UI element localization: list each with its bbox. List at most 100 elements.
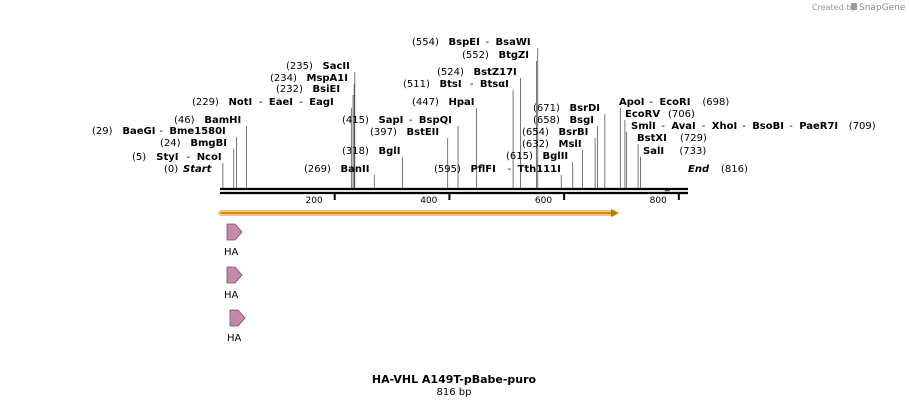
- start-label: Start: [183, 164, 213, 175]
- cut-site-label[interactable]: (706)EcoRV: [625, 109, 695, 120]
- cut-site-position: (671): [533, 103, 560, 114]
- feature-arrow-icon[interactable]: [226, 266, 243, 284]
- ruler-tick-label: 200: [306, 196, 323, 206]
- cut-site-position: (709): [849, 121, 876, 132]
- cut-site-label[interactable]: (46)BamHI: [174, 115, 241, 126]
- feature-label: HA: [224, 290, 239, 301]
- cut-site-position: (706): [668, 109, 695, 120]
- cut-site-label[interactable]: (733)SalI: [643, 146, 706, 157]
- enzyme-name: BspEI: [449, 37, 480, 48]
- enzyme-name: PflFI: [471, 164, 496, 175]
- enzyme-name: NcoI: [197, 152, 222, 163]
- enzyme-name: HpaI: [449, 97, 475, 108]
- cut-site-label[interactable]: (318)BglI: [342, 146, 400, 157]
- enzyme-name: BstXI: [637, 133, 667, 144]
- cut-site-position: (24): [160, 138, 181, 149]
- enzyme-name: BamHI: [204, 115, 241, 126]
- cut-site-position: (29): [92, 126, 113, 137]
- enzyme-name: BsoBI: [752, 121, 784, 132]
- cut-site-label[interactable]: (235)SacII: [286, 61, 350, 72]
- enzyme-name: SapI: [379, 115, 404, 126]
- cut-site-position: (632): [522, 139, 549, 150]
- enzyme-name: BsgI: [570, 115, 594, 126]
- cut-site-position: (447): [412, 97, 439, 108]
- cut-site-position: (524): [437, 67, 464, 78]
- ruler-tick-label: 400: [420, 196, 437, 206]
- orf-arrowhead-icon: [611, 209, 619, 217]
- cut-site-label[interactable]: (698)ApoI-EcoRI: [619, 97, 729, 108]
- map-subtitle: 816 bp: [437, 387, 472, 398]
- cut-site-position: (595): [434, 164, 461, 175]
- cut-site-position: (615): [506, 151, 533, 162]
- enzyme-separator: -: [409, 115, 413, 126]
- cut-site-position: (269): [304, 164, 331, 175]
- feature-label: HA: [227, 333, 242, 344]
- cut-site-label[interactable]: (229)NotI-EaeI-EagI: [192, 97, 334, 108]
- cut-site-label[interactable]: (709)SmlI-AvaI-XhoI-BsoBI-PaeR7I: [631, 121, 876, 132]
- cut-site-label[interactable]: (29)BaeGI-Bme1580I: [92, 126, 226, 137]
- enzyme-separator: -: [742, 121, 746, 132]
- backbone-break-icon: ≈: [664, 187, 671, 196]
- cut-site-label[interactable]: (397)BstEII: [370, 127, 439, 138]
- enzyme-separator: -: [508, 164, 512, 175]
- ruler-tick-label: 800: [650, 196, 667, 206]
- cut-site-label[interactable]: (615)BglII: [506, 151, 568, 162]
- enzyme-separator: -: [259, 97, 263, 108]
- cut-site-label[interactable]: (671) BsrDI: [533, 103, 600, 114]
- cut-site-position: (552): [462, 50, 489, 61]
- enzyme-separator: -: [661, 121, 665, 132]
- cut-site-label[interactable]: (5)StyI-NcoI: [132, 152, 222, 163]
- cut-site-label[interactable]: (595) PflFI -Tth111I: [434, 164, 561, 175]
- features: HA HA HA: [224, 223, 246, 344]
- cut-site-label[interactable]: (554)BspEI-BsaWI: [412, 37, 531, 48]
- enzyme-name: Tth111I: [518, 164, 561, 175]
- enzyme-name: SalI: [643, 146, 664, 157]
- cut-site-label[interactable]: (234)MspA1I: [270, 73, 348, 84]
- enzyme-name: EaeI: [269, 97, 293, 108]
- enzyme-separator: -: [470, 79, 474, 90]
- cut-site-label[interactable]: (552)BtgZI: [462, 50, 529, 61]
- enzyme-name: XhoI: [712, 121, 737, 132]
- enzyme-name: BglI: [379, 146, 401, 157]
- feature-arrow-icon[interactable]: [226, 223, 243, 241]
- enzyme-name: SacII: [323, 61, 350, 72]
- cut-site-label[interactable]: (632)MslI: [522, 139, 582, 150]
- cut-site-position: (415): [342, 115, 369, 126]
- cut-site-position: (698): [702, 97, 729, 108]
- enzyme-name: BspQI: [419, 115, 452, 126]
- cut-site-label[interactable]: (729) BstXI: [637, 133, 707, 144]
- cut-site-position: (729): [680, 133, 707, 144]
- cut-site-label[interactable]: (524) BstZ17I: [437, 67, 517, 78]
- map-title: HA-VHL A149T-pBabe-puro: [372, 373, 537, 386]
- restriction-sites: (5)StyI-NcoI(24)BmgBI(29)BaeGI-Bme1580I(…: [92, 37, 876, 188]
- cut-site-position: (511): [403, 79, 430, 90]
- cut-site-label[interactable]: (658)BsgI: [533, 115, 594, 126]
- start-position: (0): [164, 164, 178, 175]
- enzyme-name: PaeR7I: [799, 121, 838, 132]
- cut-site-label[interactable]: (415) SapI-BspQI: [342, 115, 452, 126]
- watermark-brand: SnapGene: [859, 3, 906, 13]
- cut-site-label[interactable]: (269)BanII: [304, 164, 369, 175]
- enzyme-separator: -: [159, 126, 163, 137]
- watermark-prefix: Created by: [812, 3, 856, 12]
- enzyme-name: EcoRI: [659, 97, 690, 108]
- enzyme-name: BsrDI: [570, 103, 601, 114]
- enzyme-name: SmlI: [631, 121, 656, 132]
- cut-site-label[interactable]: (447) HpaI: [412, 97, 475, 108]
- enzyme-name: BstZ17I: [474, 67, 517, 78]
- feature-arrow-icon[interactable]: [229, 309, 246, 327]
- cut-site-position: (234): [270, 73, 297, 84]
- cut-site-label[interactable]: (511)BtsI-BtsαI: [403, 79, 509, 90]
- cut-site-position: (554): [412, 37, 439, 48]
- cut-site-label[interactable]: (232)BsiEI: [276, 84, 340, 95]
- end-label: End: [688, 164, 710, 175]
- cut-site-label[interactable]: (654)BsrBI: [522, 127, 588, 138]
- enzyme-name: AvaI: [671, 121, 695, 132]
- enzyme-name: ApoI: [619, 97, 645, 108]
- cut-site-label[interactable]: (24) BmgBI: [160, 138, 227, 149]
- feature-label: HA: [224, 247, 239, 258]
- enzyme-name: BmgBI: [190, 138, 227, 149]
- enzyme-name: Bme1580I: [169, 126, 225, 137]
